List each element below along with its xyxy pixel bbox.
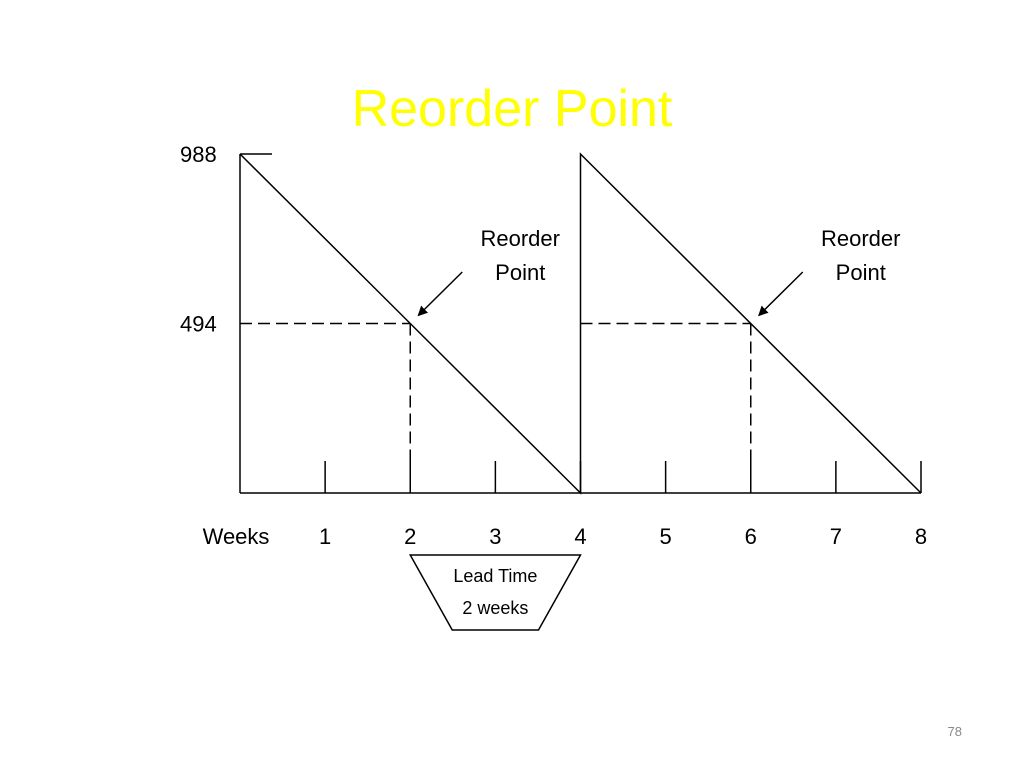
y-tick-label: 988 bbox=[180, 142, 217, 167]
x-tick-label: 2 bbox=[404, 524, 416, 549]
x-tick-label: 5 bbox=[660, 524, 672, 549]
x-tick-label: 7 bbox=[830, 524, 842, 549]
reorder-point-label: Point bbox=[495, 260, 545, 285]
lead-time-label: Lead Time bbox=[453, 566, 537, 586]
lead-time-box bbox=[408, 554, 582, 631]
x-tick-label: 1 bbox=[319, 524, 331, 549]
x-tick-label: 6 bbox=[745, 524, 757, 549]
x-axis-label: Weeks bbox=[203, 524, 270, 549]
reorder-point-label: Reorder bbox=[821, 226, 900, 251]
y-tick-label: 494 bbox=[180, 312, 217, 337]
x-tick-label: 8 bbox=[915, 524, 927, 549]
reorder-point-label: Reorder bbox=[481, 226, 560, 251]
lead-time-label: 2 weeks bbox=[462, 598, 528, 618]
x-tick-label: 4 bbox=[574, 524, 586, 549]
reorder-point-arrow bbox=[758, 271, 804, 317]
x-tick-label: 3 bbox=[489, 524, 501, 549]
slide-number: 78 bbox=[947, 724, 962, 739]
reorder-point-arrow bbox=[417, 271, 463, 317]
slide-title: Reorder Point bbox=[351, 80, 673, 138]
reorder-point-label: Point bbox=[836, 260, 886, 285]
